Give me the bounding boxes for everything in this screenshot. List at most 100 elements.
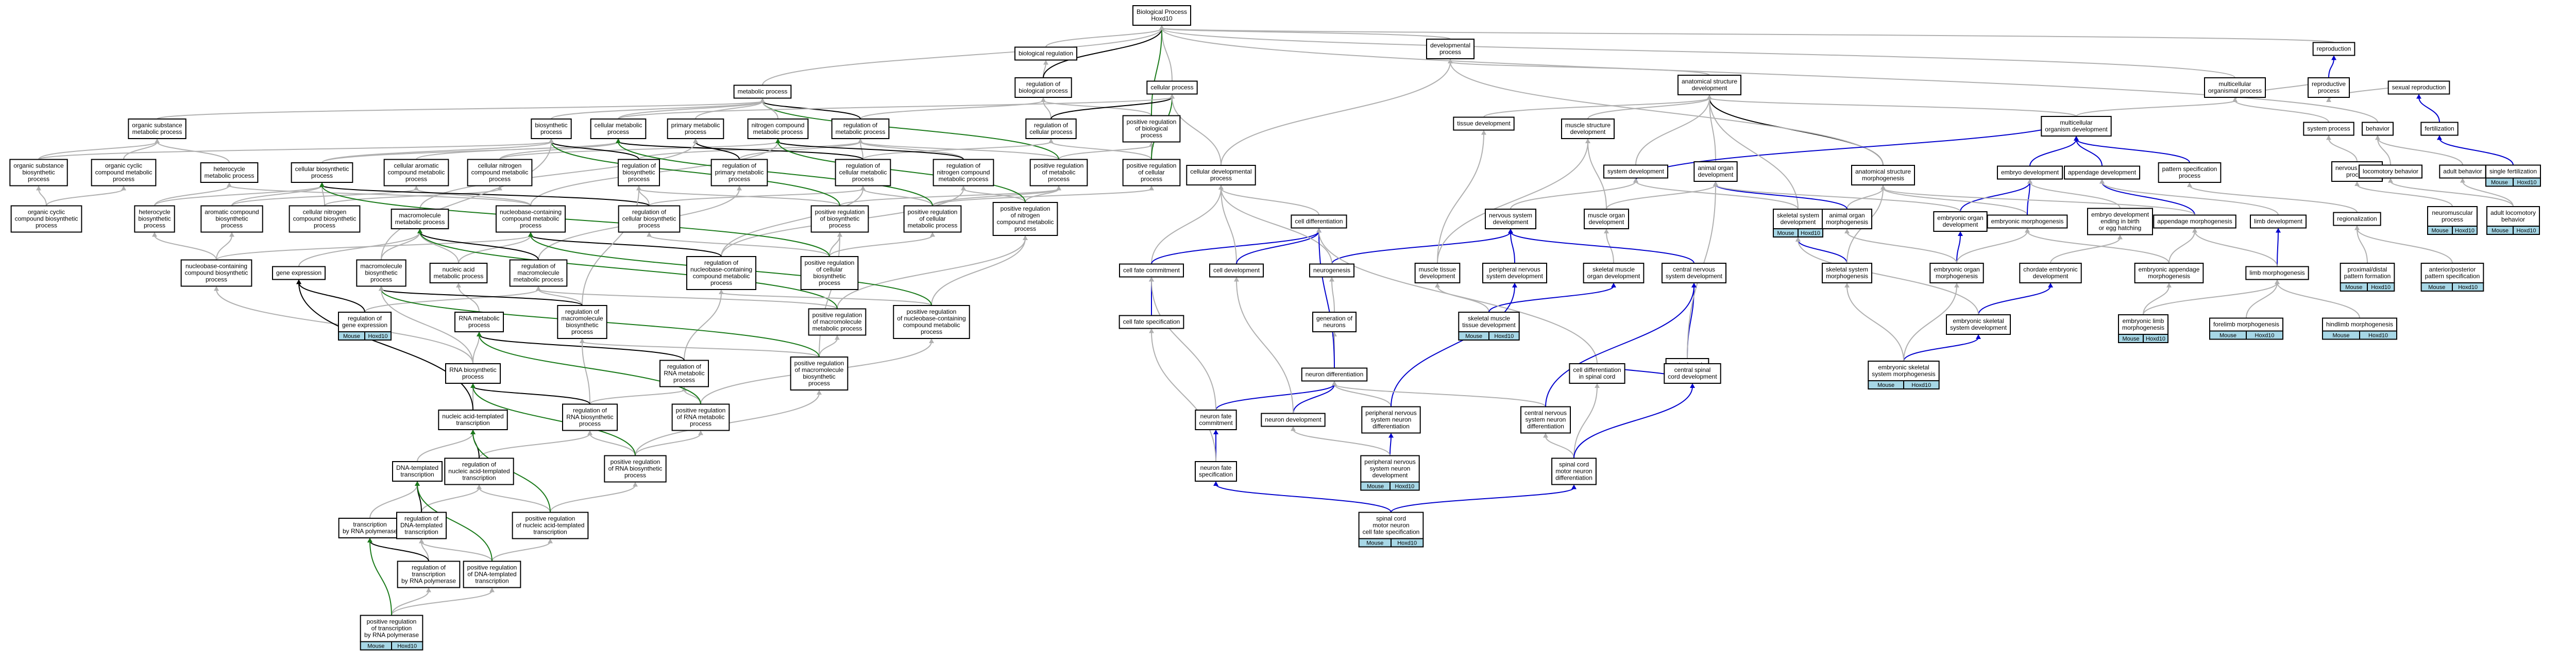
go-term-tissuedev[interactable]: tissue development [1453, 116, 1515, 131]
go-term-limbdev[interactable]: limb development [2249, 214, 2307, 229]
go-term-regnucbase[interactable]: regulation ofnucleobase-containingcompou… [686, 256, 757, 290]
go-term-neurondev[interactable]: neuron development [1261, 413, 1326, 427]
go-term-reproduction[interactable]: reproduction [2312, 42, 2355, 56]
gene-badge[interactable] [364, 331, 392, 341]
go-term-celldev[interactable]: cell development [1209, 263, 1264, 278]
go-term-embryomorph[interactable]: embryonic morphogenesis [1987, 214, 2068, 229]
go-term-systemproc[interactable]: system process [2303, 122, 2354, 136]
go-term-regmacrobio[interactable]: regulation ofmacromoleculebiosyntheticpr… [557, 305, 607, 339]
go-term-adultbehavior[interactable]: adult behavior [2439, 164, 2486, 179]
gene-badge[interactable] [2359, 330, 2398, 340]
gene-badge[interactable] [2143, 334, 2169, 343]
gene-badge[interactable] [2513, 226, 2540, 235]
go-term-appenddev[interactable]: appendage development [2063, 165, 2141, 180]
go-term-limbmorph[interactable]: limb morphogenesis [2245, 266, 2309, 280]
go-term-regionalization[interactable]: regionalization [2333, 212, 2381, 226]
go-term-neurondiff[interactable]: neuron differentiation [1301, 367, 1368, 382]
gene-badge[interactable] [2367, 282, 2395, 292]
gene-badge[interactable] [2452, 226, 2478, 235]
go-term-sexualrepro[interactable]: sexual reproduction [2387, 80, 2450, 95]
go-term-celldiff[interactable]: cell differentiation [1291, 214, 1347, 229]
gene-badge[interactable] [1903, 380, 1940, 389]
gene-badge[interactable] [391, 641, 423, 651]
go-term-neurogenesis[interactable]: neurogenesis [1309, 263, 1355, 278]
go-term-bioreg[interactable]: biological regulation [1014, 46, 1078, 61]
gene-badge[interactable] [1798, 228, 1824, 237]
